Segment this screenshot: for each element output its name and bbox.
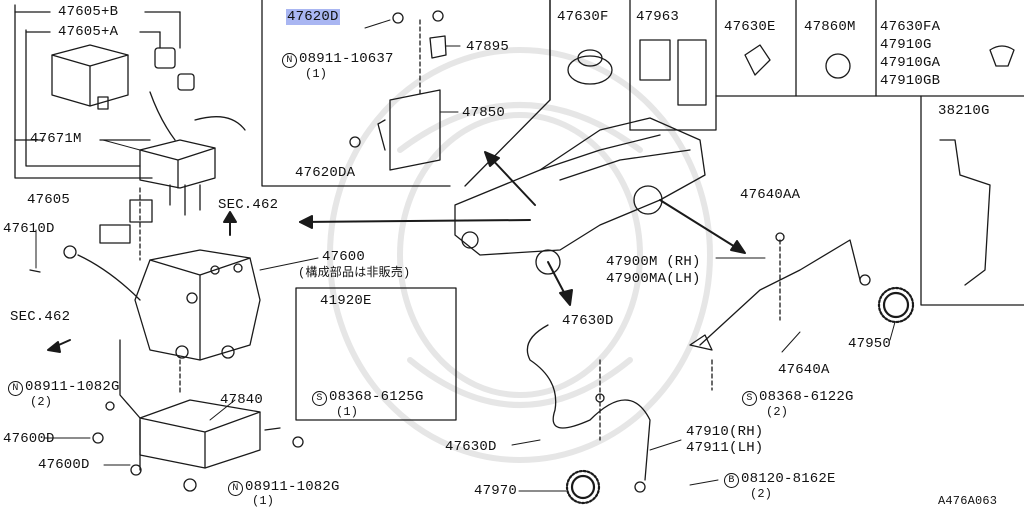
label-47910g: 47910G	[880, 37, 932, 53]
label-47600d-upper: 47600D	[3, 431, 55, 447]
label-47860m: 47860M	[804, 19, 856, 35]
relay-parts	[51, 44, 195, 110]
leader-lines	[35, 19, 896, 492]
qty-08911-10637: (1)	[305, 67, 328, 81]
label-47910gb: 47910GB	[880, 73, 941, 89]
label-47840: 47840	[220, 392, 264, 408]
qty-08368-6122g: (2)	[766, 405, 789, 419]
label-47630fa: 47630FA	[880, 19, 941, 35]
label-47895: 47895	[466, 39, 510, 55]
bracket	[92, 339, 304, 492]
arrows	[47, 151, 746, 353]
label-47600-note: (構成部品は非販売)	[298, 266, 411, 280]
label-47600: 47600	[322, 249, 366, 265]
sensors	[526, 232, 871, 493]
diagram-code: A476A063	[938, 494, 998, 508]
n-mark-icon: N	[8, 381, 23, 396]
label-sec462-lower: SEC.462	[10, 309, 71, 325]
tone-rings	[565, 286, 915, 505]
abs-actuator	[29, 91, 261, 361]
qty-08368-6125g: (1)	[336, 405, 359, 419]
frame-lines	[14, 0, 1024, 421]
qty-08911-1082g-lower: (1)	[252, 494, 275, 508]
label-47605b: 47605+B	[58, 4, 119, 20]
label-47911: 47911(LH)	[686, 440, 764, 456]
label-38210g: 38210G	[938, 103, 990, 119]
control-module	[349, 10, 447, 171]
n-mark-icon: N	[228, 481, 243, 496]
s-mark-icon: S	[742, 391, 757, 406]
label-47900m: 47900M (RH)	[606, 254, 701, 270]
watermark	[327, 47, 713, 463]
highlighted-part-47620d: 47620D	[286, 9, 340, 25]
label-47950: 47950	[848, 336, 892, 352]
b-mark-icon: B	[724, 473, 739, 488]
label-47671m: 47671M	[30, 131, 82, 147]
dashed-leaders	[139, 19, 781, 441]
label-47970: 47970	[474, 483, 518, 499]
n-mark-icon: N	[282, 53, 297, 68]
label-47850: 47850	[462, 105, 506, 121]
s-mark-icon: S	[312, 391, 327, 406]
label-47620d: 47620D	[286, 9, 340, 25]
label-47910: 47910(RH)	[686, 424, 764, 440]
label-47600d-lower: 47600D	[38, 457, 90, 473]
label-41920e: 41920E	[320, 293, 372, 309]
label-47630d-upper: 47630D	[562, 313, 614, 329]
car	[454, 117, 706, 275]
label-47605: 47605	[27, 192, 71, 208]
label-47605a: 47605+A	[58, 24, 119, 40]
qty-08120-8162e: (2)	[750, 487, 773, 501]
label-47610d: 47610D	[3, 221, 55, 237]
label-47620da: 47620DA	[295, 165, 356, 181]
label-47963: 47963	[636, 9, 680, 25]
label-47640aa: 47640AA	[740, 187, 801, 203]
label-47630e: 47630E	[724, 19, 776, 35]
label-47910ga: 47910GA	[880, 55, 941, 71]
label-47630d-lower: 47630D	[445, 439, 497, 455]
label-sec462-upper: SEC.462	[218, 197, 279, 213]
label-47900ma: 47900MA(LH)	[606, 271, 701, 287]
qty-08911-1082g-upper: (2)	[30, 395, 53, 409]
label-47630f: 47630F	[557, 9, 609, 25]
label-47640a: 47640A	[778, 362, 830, 378]
grommets	[567, 39, 1015, 286]
